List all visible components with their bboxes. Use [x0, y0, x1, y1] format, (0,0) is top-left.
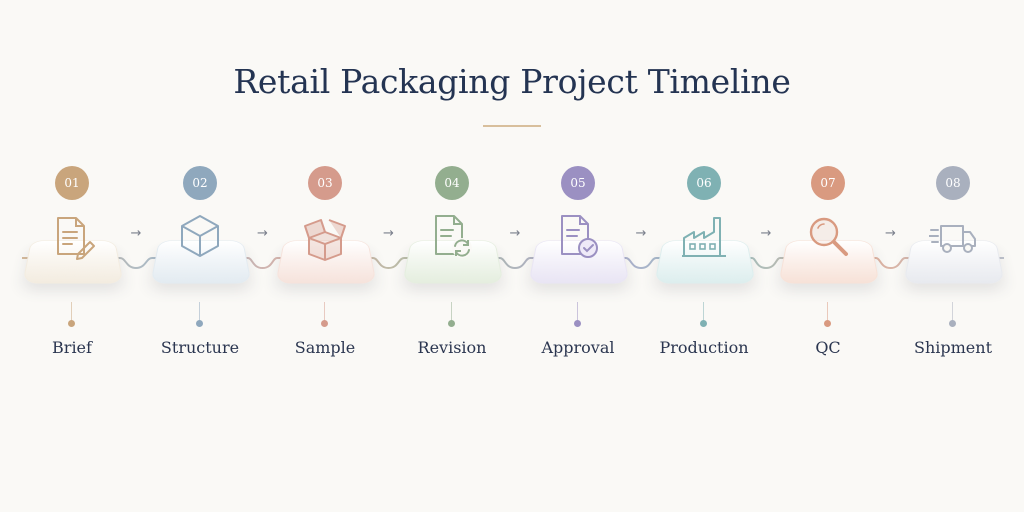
- document-pencil-icon: [57, 217, 95, 260]
- step-arrow-icon: →: [257, 226, 268, 241]
- step-arrow-icon: →: [130, 226, 142, 241]
- step-arrow-icon: →: [509, 226, 521, 241]
- document-refresh-icon: [435, 215, 472, 258]
- step-number-badge: 01: [55, 166, 89, 200]
- step-arrow-icon: →: [635, 226, 647, 241]
- page-title: Retail Packaging Project Timeline: [233, 62, 791, 101]
- timeline-step-approval: 05 Approval: [503, 166, 653, 366]
- timeline-step-shipment: 08 Shipment: [878, 166, 1024, 366]
- timeline-step-revision: 04 Revision: [377, 166, 527, 366]
- step-number-badge: 06: [687, 166, 721, 200]
- step-label: Brief: [52, 338, 92, 357]
- step-label: Production: [659, 338, 749, 357]
- step-arrow-icon: →: [885, 226, 896, 241]
- timeline-step-qc: 07 QC: [753, 166, 903, 366]
- step-connector-line: [324, 302, 325, 322]
- magnifier-icon: [809, 217, 848, 256]
- step-connector-dot: [824, 320, 831, 327]
- timeline-step-sample: 03 Sample: [250, 166, 400, 366]
- step-connector-line: [451, 302, 452, 322]
- step-connector-line: [703, 302, 704, 322]
- step-connector-dot: [700, 320, 707, 327]
- document-check-icon: [561, 215, 598, 258]
- open-box-icon: [304, 219, 346, 261]
- step-connector-dot: [68, 320, 75, 327]
- step-label: Approval: [541, 338, 615, 357]
- step-number-badge: 05: [561, 166, 595, 200]
- step-connector-dot: [949, 320, 956, 327]
- step-connector-line: [199, 302, 200, 322]
- cube-icon: [181, 215, 219, 257]
- step-connector-dot: [321, 320, 328, 327]
- step-connector-dot: [448, 320, 455, 327]
- step-label: Revision: [417, 338, 487, 357]
- step-connector-line: [577, 302, 578, 322]
- delivery-truck-icon: [929, 225, 976, 253]
- step-number-badge: 04: [435, 166, 469, 200]
- timeline-step-brief: 01 Brief: [0, 166, 147, 366]
- timeline-step-structure: 02 Structure: [125, 166, 275, 366]
- timeline-step-production: 06 Production: [629, 166, 779, 366]
- step-arrow-icon: →: [760, 226, 772, 241]
- step-label: Sample: [294, 338, 356, 357]
- step-label: Structure: [160, 338, 240, 357]
- title-underline: [483, 125, 541, 127]
- step-label: Shipment: [914, 338, 992, 357]
- step-connector-dot: [574, 320, 581, 327]
- step-number-badge: 07: [811, 166, 845, 200]
- step-connector-line: [952, 302, 953, 322]
- step-label: QC: [815, 338, 841, 357]
- factory-icon: [682, 217, 726, 257]
- step-number-badge: 08: [936, 166, 970, 200]
- step-arrow-icon: →: [383, 226, 394, 241]
- step-connector-line: [827, 302, 828, 322]
- step-number-badge: 02: [183, 166, 217, 200]
- step-number-badge: 03: [308, 166, 342, 200]
- step-connector-dot: [196, 320, 203, 327]
- step-connector-line: [71, 302, 72, 322]
